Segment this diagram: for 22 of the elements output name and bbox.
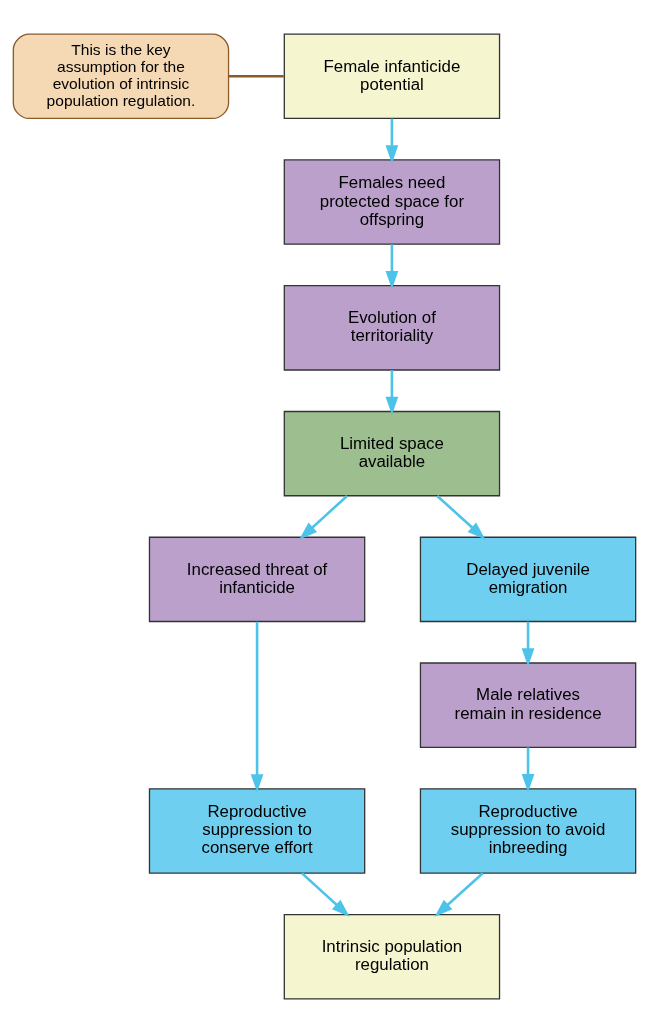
arrow [250,621,264,792]
node-box: Limited space available [283,410,501,496]
node-box: Female infanticide potential [283,33,501,119]
node-box: Females need protected space for offspring [283,158,501,245]
arrow [299,494,348,539]
arrow [301,871,350,917]
node-box: Delayed juvenile emigration [419,536,637,622]
arrow [436,494,486,539]
node-box: Evolution of territoriality [283,284,501,371]
node-box: Reproductive suppression to conserve effort [148,787,366,874]
node-box: Reproductive suppression to avoid inbreeding [419,787,637,874]
node-box: Increased threat of infanticide [148,536,366,622]
arrow [434,871,484,917]
node-box: Male relatives remain in residence [419,661,637,748]
arrow [385,369,399,415]
node-box: Intrinsic population regulation [283,913,501,999]
arrow [385,243,399,289]
node-box: This is the key assumption for the evolution of intrinsic population regulation. [12,33,230,119]
arrow [385,118,399,163]
arrow [521,746,535,792]
connector [228,74,284,78]
arrow [521,621,535,666]
